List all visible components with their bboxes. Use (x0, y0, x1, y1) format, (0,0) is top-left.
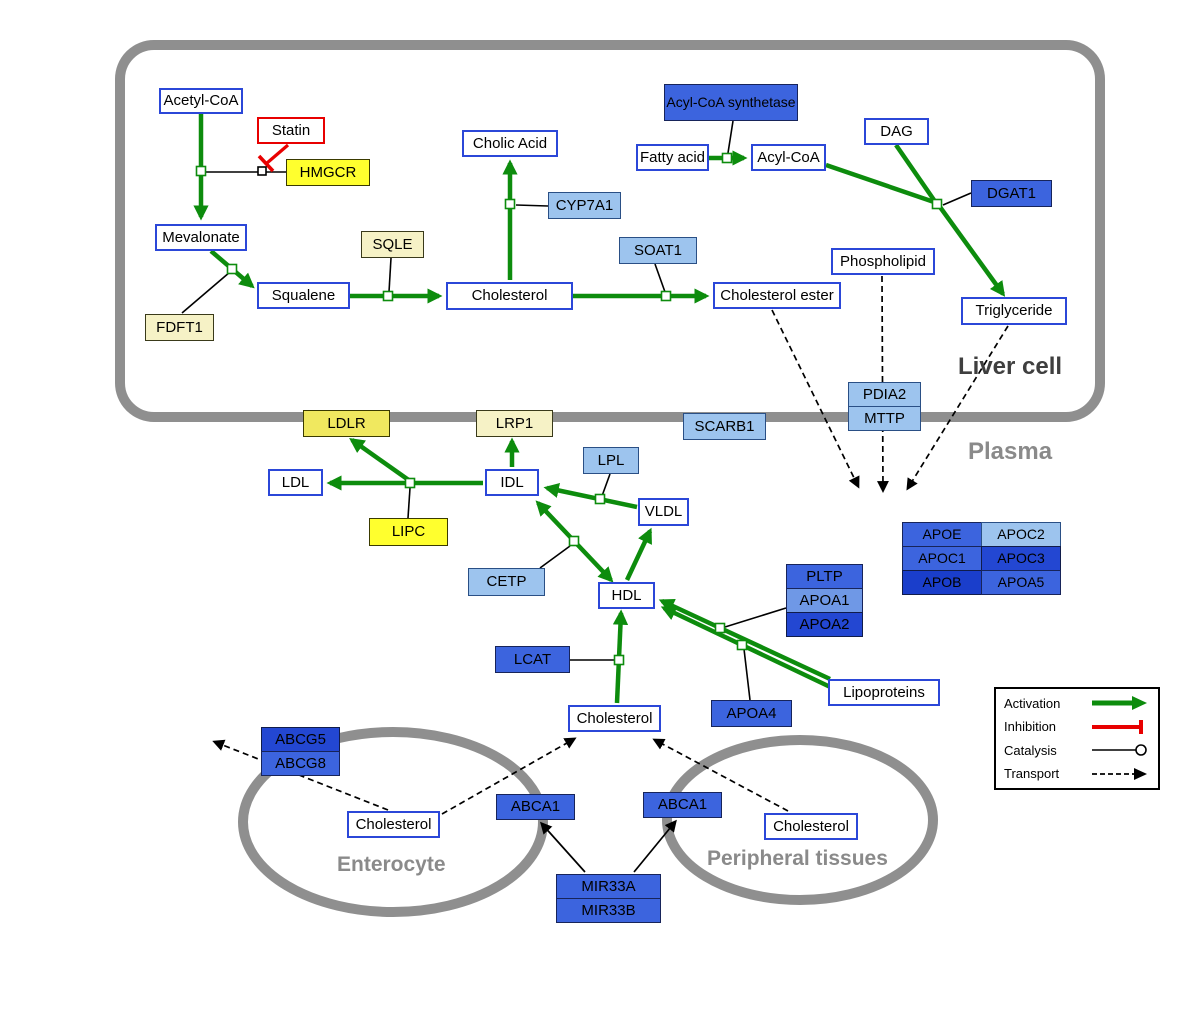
node-lpl[interactable]: LPL (583, 447, 639, 474)
enterocyte-label: Enterocyte (337, 853, 446, 876)
node-soat1[interactable]: SOAT1 (619, 237, 697, 264)
node-acyl-coa[interactable]: Acyl-CoA (751, 144, 826, 171)
catalysis-circle-icon (1092, 744, 1147, 757)
node-cyp7a1[interactable]: CYP7A1 (548, 192, 621, 219)
legend-inhibition-label: Inhibition (1004, 719, 1057, 735)
node-abcg8[interactable]: ABCG8 (261, 751, 340, 776)
node-lipoproteins[interactable]: Lipoproteins (828, 679, 940, 706)
node-scarb1[interactable]: SCARB1 (683, 413, 766, 440)
node-fdft1[interactable]: FDFT1 (145, 314, 214, 341)
peripheral-tissues-label: Peripheral tissues (707, 847, 888, 870)
node-triglyceride[interactable]: Triglyceride (961, 297, 1067, 325)
node-apoa5[interactable]: APOA5 (981, 570, 1061, 595)
inhibition-edge (257, 143, 290, 173)
node-cholic-acid[interactable]: Cholic Acid (462, 130, 558, 157)
node-abca1-right[interactable]: ABCA1 (643, 792, 722, 818)
inhibition-bar-icon (1092, 719, 1143, 734)
node-vldl[interactable]: VLDL (638, 498, 689, 526)
node-acyl-coa-synthetase[interactable]: Acyl-CoA synthetase (664, 84, 798, 121)
node-apoc3[interactable]: APOC3 (981, 546, 1061, 571)
plasma-label: Plasma (968, 438, 1053, 465)
node-statin[interactable]: Statin (257, 117, 325, 144)
transport-edges (212, 275, 1009, 815)
node-dag[interactable]: DAG (864, 118, 929, 145)
node-apoc1[interactable]: APOC1 (902, 546, 982, 571)
node-idl[interactable]: IDL (485, 469, 539, 496)
legend-transport-label: Transport (1004, 766, 1060, 782)
legend-catalysis: Catalysis (1004, 739, 1150, 762)
legend-activation-label: Activation (1004, 695, 1061, 711)
node-pltp[interactable]: PLTP (786, 564, 863, 589)
node-cholesterol-plasma[interactable]: Cholesterol (568, 705, 661, 732)
node-abca1-left[interactable]: ABCA1 (496, 794, 575, 820)
node-pdia2[interactable]: PDIA2 (848, 382, 921, 407)
node-cetp[interactable]: CETP (468, 568, 545, 596)
node-apoc2[interactable]: APOC2 (981, 522, 1061, 547)
node-mevalonate[interactable]: Mevalonate (155, 224, 247, 251)
node-lrp1[interactable]: LRP1 (476, 410, 553, 437)
node-hmgcr[interactable]: HMGCR (286, 159, 370, 186)
node-phospholipid[interactable]: Phospholipid (831, 248, 935, 275)
node-lcat[interactable]: LCAT (495, 646, 570, 673)
legend-activation: Activation (1004, 692, 1150, 715)
node-abcg5[interactable]: ABCG5 (261, 727, 340, 752)
legend-transport: Transport (1004, 762, 1150, 785)
node-apoa2[interactable]: APOA2 (786, 612, 863, 637)
node-cholesterol-ester[interactable]: Cholesterol ester (713, 282, 841, 309)
node-mir33b[interactable]: MIR33B (556, 898, 661, 923)
node-cholesterol-enterocyte[interactable]: Cholesterol (347, 811, 440, 838)
node-apoe[interactable]: APOE (902, 522, 982, 547)
regulation-edges (540, 819, 677, 873)
node-fatty-acid[interactable]: Fatty acid (636, 144, 709, 171)
node-lipc[interactable]: LIPC (369, 518, 448, 546)
legend-catalysis-label: Catalysis (1004, 742, 1057, 758)
node-apoa4[interactable]: APOA4 (711, 700, 792, 727)
node-cholesterol-peripheral[interactable]: Cholesterol (764, 813, 858, 840)
node-apob[interactable]: APOB (902, 570, 982, 595)
node-hdl[interactable]: HDL (598, 582, 655, 609)
reaction-nodes (195, 152, 943, 666)
node-apoa1[interactable]: APOA1 (786, 588, 863, 613)
legend-inhibition: Inhibition (1004, 715, 1150, 738)
node-cholesterol-liver[interactable]: Cholesterol (446, 282, 573, 310)
activation-edges (193, 114, 1006, 704)
node-mir33a[interactable]: MIR33A (556, 874, 661, 899)
node-ldlr[interactable]: LDLR (303, 410, 390, 437)
node-acetyl-coa[interactable]: Acetyl-CoA (159, 88, 243, 114)
node-sqle[interactable]: SQLE (361, 231, 424, 258)
catalysis-edges (181, 120, 972, 701)
liver-cell-outline (115, 40, 1105, 422)
node-dgat1[interactable]: DGAT1 (971, 180, 1052, 207)
liver-cell-label: Liver cell (958, 353, 1063, 380)
compartment-outlines (115, 40, 1105, 917)
legend: Activation Inhibition Catalysis Transpor… (994, 687, 1160, 790)
node-ldl[interactable]: LDL (268, 469, 323, 496)
transport-arrow-icon (1092, 767, 1147, 780)
activation-arrow-icon (1092, 696, 1147, 711)
node-squalene[interactable]: Squalene (257, 282, 350, 309)
node-mttp[interactable]: MTTP (848, 406, 921, 431)
